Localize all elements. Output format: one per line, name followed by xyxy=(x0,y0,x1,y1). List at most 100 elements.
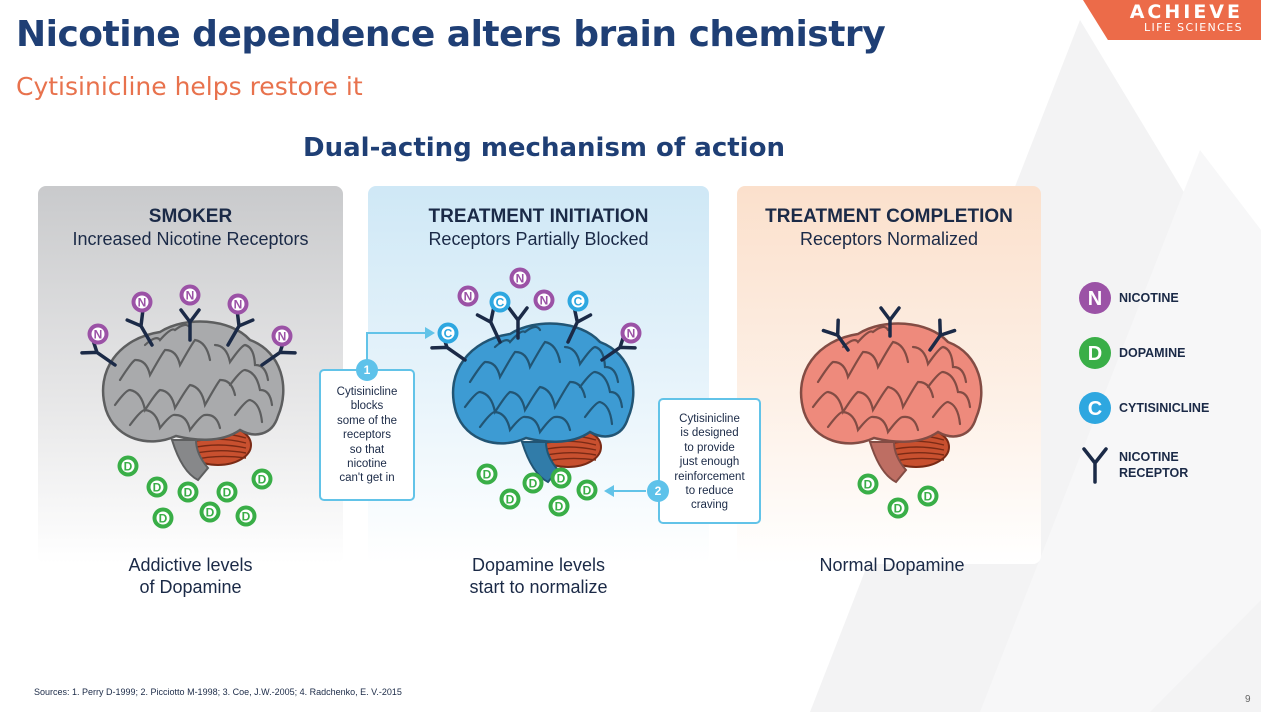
caption-line: start to normalize xyxy=(469,577,608,597)
dopamine-marker-icon: D xyxy=(1079,337,1111,369)
svg-text:D: D xyxy=(258,473,267,487)
page-title: Nicotine dependence alters brain chemist… xyxy=(16,14,886,55)
caption-line: Dopamine levels xyxy=(471,555,606,575)
callout-line: can't get in xyxy=(339,472,395,485)
callout-cytisinicline-designed: Cytisinicline is designed to provide jus… xyxy=(658,398,761,524)
svg-text:N: N xyxy=(627,327,636,341)
svg-text:D: D xyxy=(555,500,564,514)
dopamine-marker-icon: D xyxy=(522,472,544,494)
sources-footnote: Sources: 1. Perry D-1999; 2. Picciotto M… xyxy=(34,687,402,697)
brain-treatment-initiation xyxy=(451,322,635,484)
nicotine-marker-icon: N xyxy=(620,322,642,344)
panel-title: SMOKER xyxy=(148,206,233,227)
brain-fold xyxy=(841,325,890,349)
brain-fold xyxy=(118,338,212,382)
nicotine-receptor xyxy=(928,318,957,352)
legend-label: DOPAMINE xyxy=(1119,345,1185,361)
brain-fold xyxy=(143,323,192,347)
brain-stem xyxy=(868,441,908,484)
svg-text:D: D xyxy=(864,478,873,492)
brain-fold xyxy=(931,400,962,426)
brain-fold xyxy=(811,380,935,415)
nicotine-marker-icon: N xyxy=(509,267,531,289)
page-number: 9 xyxy=(1245,694,1251,705)
caption-treatment-initiation: Dopamine levels start to normalize xyxy=(368,554,709,598)
callout-line: blocks xyxy=(350,400,384,413)
nicotine-receptor xyxy=(879,306,901,338)
brain-fold xyxy=(478,410,572,435)
brain-fold xyxy=(583,400,614,426)
svg-text:D: D xyxy=(223,486,232,500)
receptor-icon xyxy=(1082,447,1108,484)
legend-label-line: NICOTINE xyxy=(1119,291,1179,305)
nicotine-marker-icon: N xyxy=(271,325,293,347)
dopamine-marker-icon: D xyxy=(251,468,273,490)
dopamine-marker-icon: D xyxy=(235,505,257,527)
svg-text:D: D xyxy=(242,510,251,524)
brain-fold xyxy=(128,408,222,433)
brain-fold xyxy=(563,345,620,384)
brain-fold xyxy=(228,368,274,407)
dopamine-marker-icon: D xyxy=(917,485,939,507)
svg-text:D: D xyxy=(159,512,168,526)
svg-text:N: N xyxy=(234,298,243,312)
brain-fold xyxy=(816,340,910,384)
nicotine-marker-icon: N xyxy=(457,285,479,307)
legend-label: NICOTINE RECEPTOR xyxy=(1119,449,1188,481)
logo-line2: LIFE SCIENCES xyxy=(1143,21,1243,34)
company-logo: ACHIEVE LIFE SCIENCES xyxy=(1083,0,1261,40)
svg-text:C: C xyxy=(496,296,505,310)
brain-treatment-completion xyxy=(799,322,983,484)
dopamine-marker-icon: D xyxy=(499,488,521,510)
brain-fold xyxy=(213,343,270,382)
page-subtitle: Cytisinicline helps restore it xyxy=(16,72,363,101)
dopamine-marker-icon: D xyxy=(576,479,598,501)
dopamine-marker-icon: D xyxy=(117,455,139,477)
brain-fold xyxy=(926,370,972,409)
svg-text:D: D xyxy=(583,484,592,498)
nicotine-receptor xyxy=(821,318,850,352)
brain-fold xyxy=(113,378,237,413)
cytisinicline-marker-icon: C xyxy=(489,291,511,313)
svg-text:D: D xyxy=(1088,343,1102,365)
nicotine-marker-icon: N xyxy=(227,293,249,315)
dopamine-marker-icon: D xyxy=(177,481,199,503)
svg-text:N: N xyxy=(1088,288,1102,310)
callout-number-1: 1 xyxy=(356,359,378,381)
brain-fold xyxy=(463,380,587,415)
svg-text:D: D xyxy=(483,468,492,482)
svg-text:D: D xyxy=(153,481,162,495)
dopamine-marker-icon: D xyxy=(857,473,879,495)
brain-fold xyxy=(911,345,968,384)
callout-line: so that xyxy=(349,443,385,456)
caption-treatment-completion: Normal Dopamine xyxy=(737,554,1047,576)
arrow-connector xyxy=(366,332,425,360)
caption-smoker: Addictive levels of Dopamine xyxy=(38,554,343,598)
dopamine-marker-icon: D xyxy=(887,497,909,519)
nicotine-receptor xyxy=(125,309,154,347)
panel-title: TREATMENT COMPLETION xyxy=(765,206,1013,227)
legend-label: NICOTINE xyxy=(1119,290,1179,306)
svg-text:N: N xyxy=(540,294,549,308)
callout-line: is designed xyxy=(680,427,739,440)
arrow-head xyxy=(604,485,614,497)
cytisinicline-marker-icon: C xyxy=(437,322,459,344)
panel-subtitle: Increased Nicotine Receptors xyxy=(72,229,309,249)
nicotine-marker-icon: N xyxy=(1079,282,1111,314)
svg-text:D: D xyxy=(894,502,903,516)
svg-text:D: D xyxy=(529,477,538,491)
dopamine-marker-icon: D xyxy=(152,507,174,529)
svg-text:C: C xyxy=(574,295,583,309)
svg-text:D: D xyxy=(557,472,566,486)
nicotine-marker-icon: N xyxy=(533,289,555,311)
callout-line: Cytisinicline xyxy=(679,413,740,425)
legend-label-line: DOPAMINE xyxy=(1119,346,1186,360)
brain-fold xyxy=(468,340,562,384)
dopamine-marker-icon: D xyxy=(216,481,238,503)
svg-text:C: C xyxy=(444,327,453,341)
nicotine-receptor xyxy=(179,308,201,342)
caption-line: Normal Dopamine xyxy=(819,555,965,575)
svg-text:N: N xyxy=(278,330,287,344)
callout-line: craving xyxy=(690,499,729,512)
